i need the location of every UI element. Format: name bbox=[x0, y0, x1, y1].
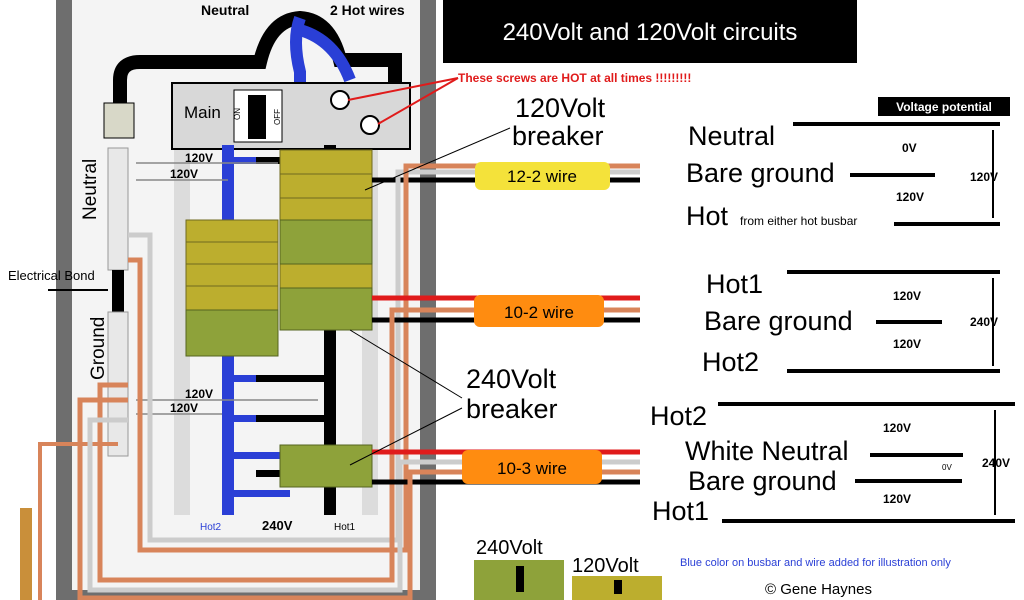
wire-sheath-2 bbox=[474, 295, 604, 327]
bond-strap bbox=[112, 270, 124, 312]
wire-label-2: 10-2 wire bbox=[504, 303, 574, 322]
c1-v-a: 0V bbox=[902, 141, 917, 155]
legend-120-label: 120Volt bbox=[572, 555, 639, 577]
c3-neutral: White Neutral bbox=[685, 436, 849, 466]
c3-v-b: 0V bbox=[942, 463, 952, 472]
neutral-bar-label: Neutral bbox=[80, 159, 101, 220]
wire-label-1: 12-2 wire bbox=[507, 167, 577, 186]
service-neutral-wire bbox=[113, 10, 402, 115]
bus-v-1: 120V bbox=[185, 151, 213, 165]
bus-240-label: 240V bbox=[262, 518, 293, 533]
hot-screw-2 bbox=[360, 115, 380, 135]
bus-v-4: 120V bbox=[170, 401, 198, 415]
c1-hot-note: from either hot busbar bbox=[740, 214, 857, 228]
c1-ground: Bare ground bbox=[686, 158, 835, 188]
b240-line1: 240Volt bbox=[466, 364, 557, 394]
c1-v-total: 120V bbox=[970, 170, 998, 184]
legend-240-label: 240Volt bbox=[476, 537, 543, 559]
screw-warning: These screws are HOT at all times !!!!!!… bbox=[458, 71, 691, 85]
breakers-240-stack bbox=[185, 219, 373, 488]
legend-240-handle bbox=[516, 566, 524, 592]
c3-v-total: 240V bbox=[982, 456, 1010, 470]
title-box bbox=[443, 0, 857, 63]
service-hot-blue bbox=[290, 15, 356, 85]
warning-line-2 bbox=[377, 77, 459, 125]
c3-v-c: 120V bbox=[883, 492, 911, 506]
b120-pointer bbox=[364, 127, 511, 191]
voltage-header: Voltage potential bbox=[896, 100, 992, 114]
bond-label: Electrical Bond bbox=[8, 268, 95, 283]
copyright: © Gene Haynes bbox=[765, 581, 872, 598]
bus-v-3: 120V bbox=[185, 387, 213, 401]
note: Blue color on busbar and wire added for … bbox=[680, 557, 951, 569]
c2-v-b: 120V bbox=[893, 337, 921, 351]
hot2-label: Hot2 bbox=[200, 522, 222, 533]
label-hot-wires-top: 2 Hot wires bbox=[330, 2, 405, 18]
bus-v-2: 120V bbox=[170, 167, 198, 181]
wire-sheath-1 bbox=[475, 162, 610, 190]
b120-line1: 120Volt bbox=[515, 93, 606, 123]
c3-hot2: Hot2 bbox=[650, 401, 707, 431]
neutral-bar bbox=[107, 147, 129, 271]
c2-hot1: Hot1 bbox=[706, 269, 763, 299]
c2-v-a: 120V bbox=[893, 289, 921, 303]
main-off: OFF bbox=[273, 109, 282, 125]
legend-120-handle bbox=[614, 580, 622, 594]
wire-sheath-3 bbox=[462, 450, 602, 484]
c1-neutral: Neutral bbox=[688, 121, 775, 151]
hot-screw-1 bbox=[330, 90, 350, 110]
c3-v-a: 120V bbox=[883, 421, 911, 435]
c2-v-total: 240V bbox=[970, 315, 998, 329]
neutral-lug bbox=[103, 102, 135, 139]
b120-line2: breaker bbox=[512, 121, 604, 151]
main-handle bbox=[248, 95, 266, 139]
ground-rod bbox=[20, 508, 32, 600]
c2-ground: Bare ground bbox=[704, 306, 853, 336]
title: 240Volt and 120Volt circuits bbox=[503, 19, 798, 46]
c1-hot: Hot bbox=[686, 201, 729, 231]
c1-v-b: 120V bbox=[896, 190, 924, 204]
b240-pointer-1 bbox=[349, 329, 463, 399]
voltage-header-box bbox=[878, 97, 1010, 116]
main-label: Main bbox=[184, 103, 221, 122]
warning-line-1 bbox=[347, 77, 459, 101]
ground-bar-label: Ground bbox=[88, 317, 109, 380]
c2-hot2: Hot2 bbox=[702, 347, 759, 377]
c3-ground: Bare ground bbox=[688, 466, 837, 496]
hot1-label: Hot1 bbox=[334, 522, 356, 533]
wire-label-3: 10-3 wire bbox=[497, 459, 567, 478]
b240-pointer-2 bbox=[349, 407, 463, 466]
label-neutral-top: Neutral bbox=[201, 2, 249, 18]
breakers-120-stack bbox=[185, 149, 373, 311]
main-on: ON bbox=[233, 108, 242, 120]
c3-hot1: Hot1 bbox=[652, 496, 709, 526]
b240-line2: breaker bbox=[466, 394, 558, 424]
